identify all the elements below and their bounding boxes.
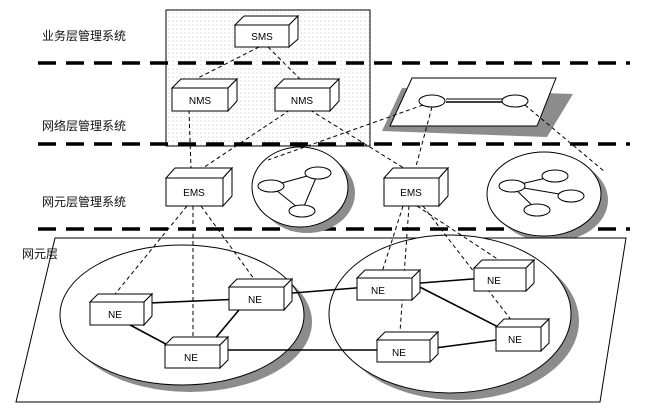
ems-left-box: EMS (164, 166, 234, 208)
nms-left-label: NMS (189, 96, 212, 107)
ne-r4-label: NE (508, 335, 522, 346)
label-business-layer: 业务层管理系统 (42, 28, 126, 43)
ne-box-r4: NE (494, 317, 551, 353)
ne-l1-label: NE (108, 310, 122, 321)
label-ne-layer: 网元层 (22, 247, 58, 261)
ems-right-box: EMS (382, 166, 450, 208)
label-network-layer: 网络层管理系统 (42, 118, 126, 133)
label-element-layer: 网元层管理系统 (42, 194, 126, 209)
ems-left-label: EMS (183, 188, 205, 199)
ne-l3-label: NE (184, 353, 198, 364)
subnet-circle-right (486, 151, 608, 242)
nms-left-box: NMS (170, 77, 239, 113)
ne-r1-label: NE (371, 286, 385, 297)
sms-box: SMS (233, 14, 300, 49)
ems-right-label: EMS (400, 188, 422, 199)
nms-right-box: NMS (273, 77, 341, 113)
ne-r3-label: NE (392, 348, 406, 359)
ne-box-r1: NE (355, 268, 422, 302)
sms-label: SMS (251, 32, 273, 43)
nms-right-label: NMS (291, 96, 314, 107)
subnet-circle-left (251, 146, 355, 233)
ne-box-r3: NE (375, 330, 440, 364)
management-links (110, 46, 606, 338)
ne-box-l1: NE (88, 292, 154, 327)
ne-box-r2: NE (472, 258, 536, 293)
network-plane (382, 77, 573, 137)
ne-box-l2: NE (227, 277, 294, 312)
ne-l2-label: NE (248, 295, 262, 306)
ne-box-l3: NE (163, 335, 230, 370)
ne-r2-label: NE (487, 276, 501, 287)
